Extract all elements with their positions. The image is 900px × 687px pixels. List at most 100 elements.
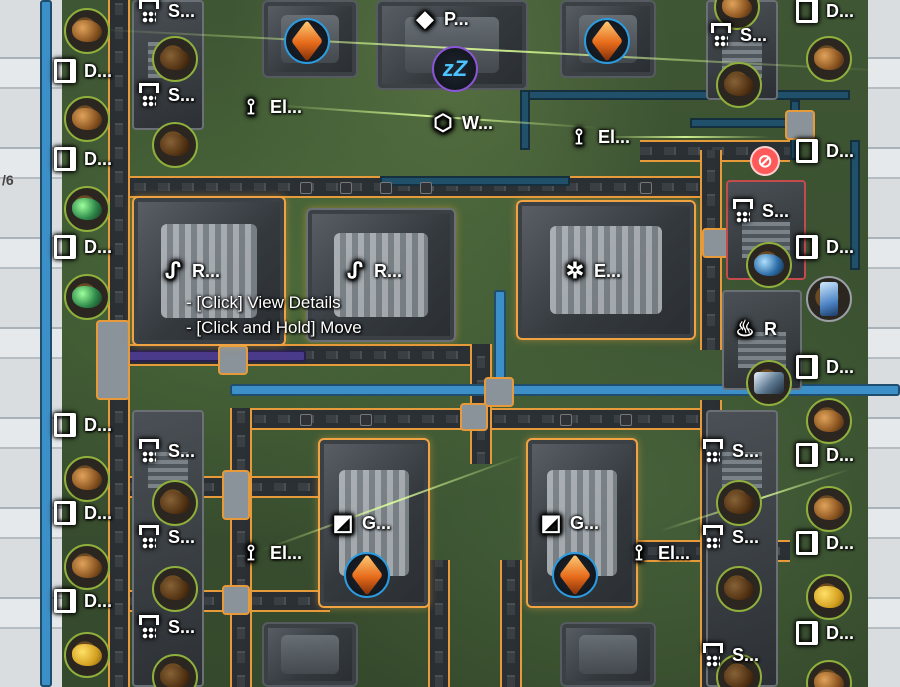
storage-label: S... <box>698 436 759 466</box>
tooltip-view-details: - [Click] View Details <box>186 293 341 312</box>
storage-label: S... <box>134 612 195 642</box>
depot-icon <box>54 589 76 613</box>
refinery-machine[interactable] <box>306 208 456 342</box>
depot-label: D... <box>792 232 854 262</box>
copper-ore-icon <box>64 8 110 54</box>
dark-pipe <box>520 90 530 150</box>
crystal-icon <box>806 276 852 322</box>
blue-ore-icon <box>746 242 792 288</box>
refinery-machine[interactable] <box>132 196 286 346</box>
storage-label: S... <box>706 20 767 50</box>
wall-marker: /6 <box>2 172 14 188</box>
generator-icon: ◩ <box>540 510 562 535</box>
product-cube-icon <box>584 18 630 64</box>
miner-icon <box>701 525 725 549</box>
storage-label: S... <box>134 0 195 26</box>
miner-icon <box>137 0 161 23</box>
water-pipe <box>40 0 52 687</box>
belt-splitter <box>222 470 250 520</box>
base-wall-right <box>868 0 900 687</box>
green-crystal-icon <box>64 186 110 232</box>
power-pylon-label: ⟟El... <box>236 92 302 122</box>
storage-label: S... <box>728 196 789 226</box>
depot-label: D... <box>50 410 112 440</box>
copper-ore-icon <box>716 566 762 612</box>
furnace-icon: ♨ <box>735 316 755 341</box>
pylon-icon: ⟟ <box>246 94 256 119</box>
generator-machine[interactable] <box>560 622 656 687</box>
tooltip-move: - [Click and Hold] Move <box>186 318 362 337</box>
generator-label: ◩ G... <box>536 508 599 538</box>
copper-ore-icon <box>64 544 110 590</box>
miner-icon <box>137 615 161 639</box>
product-cube-icon <box>344 552 390 598</box>
power-link <box>600 136 770 138</box>
copper-ore-icon <box>64 456 110 502</box>
depot-icon <box>796 0 818 23</box>
generator-machine[interactable] <box>262 622 358 687</box>
depot-label: D... <box>50 56 112 86</box>
miner-icon <box>701 643 725 667</box>
green-crystal-icon <box>64 274 110 320</box>
power-pylon-label: ⟟El... <box>624 538 690 568</box>
belt-splitter <box>96 320 130 400</box>
copper-ore-icon <box>716 62 762 108</box>
refiner-label: ♨ R <box>730 314 777 344</box>
refinery-label: ᔑ R... <box>158 256 220 286</box>
gold-ore-icon <box>64 632 110 678</box>
copper-ore-icon <box>152 122 198 168</box>
depot-icon <box>54 59 76 83</box>
storage-label: S... <box>134 80 195 110</box>
dark-pipe <box>380 176 570 186</box>
belt-splitter <box>222 585 250 615</box>
processor-label: ◆ P... <box>410 4 469 34</box>
pylon-icon: ⟟ <box>574 124 584 149</box>
depot-icon <box>54 147 76 171</box>
copper-ore-icon <box>152 654 198 687</box>
miner-icon <box>731 199 755 223</box>
storage-label: S... <box>698 640 759 670</box>
power-pylon-label: ⟟El... <box>564 122 630 152</box>
pipe-junction <box>484 377 514 407</box>
water-pump-icon: ⬡ <box>433 110 453 135</box>
dark-pipe <box>690 118 800 128</box>
copper-ore-icon <box>806 486 852 532</box>
power-pylon-label: ⟟El... <box>236 538 302 568</box>
refinery-icon: ᔑ <box>165 258 181 283</box>
copper-ore-icon <box>716 480 762 526</box>
dark-pipe <box>850 140 860 270</box>
hover-tooltip: - [Click] View Details - [Click and Hold… <box>186 290 362 340</box>
depot-icon <box>796 355 818 379</box>
copper-ore-icon <box>806 398 852 444</box>
depot-label: D... <box>792 352 854 382</box>
depot-label: D... <box>792 528 854 558</box>
copper-ore-icon <box>152 566 198 612</box>
extractor-machine[interactable] <box>516 200 696 340</box>
no-power-icon: ⊘ <box>750 146 780 176</box>
miner-icon <box>701 439 725 463</box>
extractor-icon: ✲ <box>565 258 585 283</box>
copper-ore-icon <box>64 96 110 142</box>
base-wall-left: /6 <box>0 0 62 687</box>
refinery-label: ᔑ R... <box>340 256 402 286</box>
depot-label: D... <box>50 498 112 528</box>
conveyor-belt <box>500 560 522 687</box>
depot-label: D... <box>50 586 112 616</box>
water-pump-label: ⬡ W... <box>428 108 493 138</box>
depot-icon <box>796 531 818 555</box>
refinery-icon: ᔑ <box>347 258 363 283</box>
depot-icon <box>796 139 818 163</box>
depot-icon <box>796 621 818 645</box>
pylon-icon: ⟟ <box>634 540 644 565</box>
storage-label: S... <box>134 436 195 466</box>
copper-ore-icon <box>716 654 762 687</box>
depot-label: D... <box>792 136 854 166</box>
extractor-label: ✲ E... <box>560 256 621 286</box>
depot-label: D... <box>50 232 112 262</box>
copper-ore-icon <box>152 36 198 82</box>
depot-label: D... <box>50 144 112 174</box>
dark-pipe <box>520 90 850 100</box>
storage-label: S... <box>698 522 759 552</box>
sleep-status-icon: zZ <box>432 46 478 92</box>
